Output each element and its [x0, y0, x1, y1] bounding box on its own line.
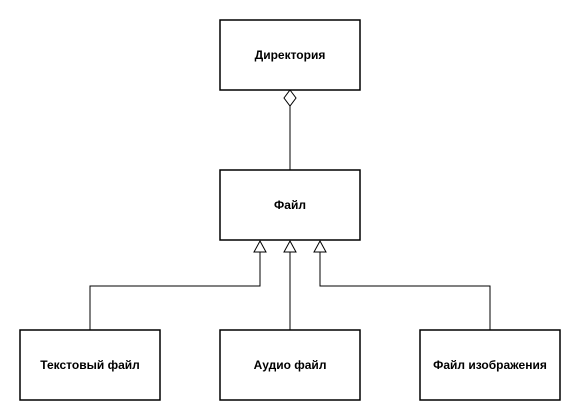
node-directory-label: Директория: [255, 48, 326, 62]
aggregation-diamond-icon: [283, 89, 297, 107]
node-text-file[interactable]: Текстовый файл: [19, 329, 161, 401]
node-image-file[interactable]: Файл изображения: [419, 329, 561, 401]
node-directory[interactable]: Директория: [219, 19, 361, 91]
generalization-triangle-icon: [313, 239, 327, 253]
node-audio-file[interactable]: Аудио файл: [219, 329, 361, 401]
node-file-label: Файл: [274, 198, 306, 212]
node-audio-file-label: Аудио файл: [254, 358, 327, 372]
generalization-triangle-icon: [253, 239, 267, 253]
node-text-file-label: Текстовый файл: [40, 358, 140, 372]
generalization-edge-image-file: [313, 239, 491, 330]
aggregation-edge-file-directory: [283, 89, 297, 170]
generalization-edge-audio-file: [283, 239, 297, 330]
generalization-triangle-icon: [283, 239, 297, 253]
node-file[interactable]: Файл: [219, 169, 361, 241]
generalization-edge-text-file: [89, 239, 267, 330]
node-image-file-label: Файл изображения: [433, 358, 547, 372]
